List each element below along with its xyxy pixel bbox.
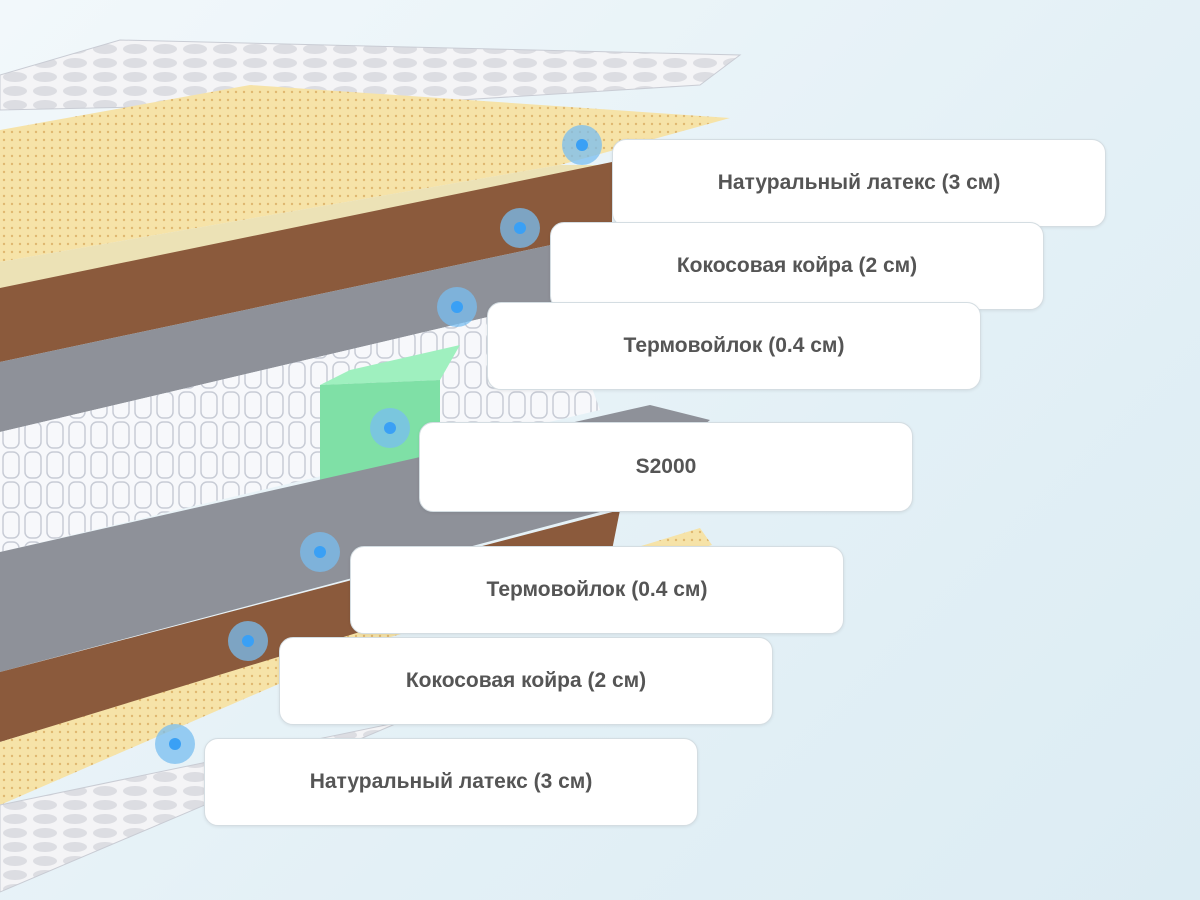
- marker-dot-icon[interactable]: [370, 408, 410, 448]
- s2000-block-top: [320, 345, 460, 385]
- layer-label: Кокосовая койра (2 см): [279, 637, 773, 725]
- layer-label: S2000: [419, 422, 913, 512]
- top-felt-layer: [0, 232, 612, 432]
- top-latex-surface: [0, 85, 730, 262]
- layer-label: Кокосовая койра (2 см): [550, 222, 1044, 310]
- layer-label: Натуральный латекс (3 см): [204, 738, 698, 826]
- marker-dot-icon[interactable]: [155, 724, 195, 764]
- spring-block: [0, 300, 600, 552]
- marker-dot-icon[interactable]: [228, 621, 268, 661]
- top-cover: [0, 39, 742, 111]
- layer-label: Термовойлок (0.4 см): [350, 546, 844, 634]
- marker-dot-icon[interactable]: [562, 125, 602, 165]
- marker-dot-icon[interactable]: [500, 208, 540, 248]
- layer-label: Натуральный латекс (3 см): [612, 139, 1106, 227]
- marker-dot-icon[interactable]: [437, 287, 477, 327]
- marker-dot-icon[interactable]: [300, 532, 340, 572]
- top-coir-layer: [0, 162, 612, 362]
- layer-label: Термовойлок (0.4 см): [487, 302, 981, 390]
